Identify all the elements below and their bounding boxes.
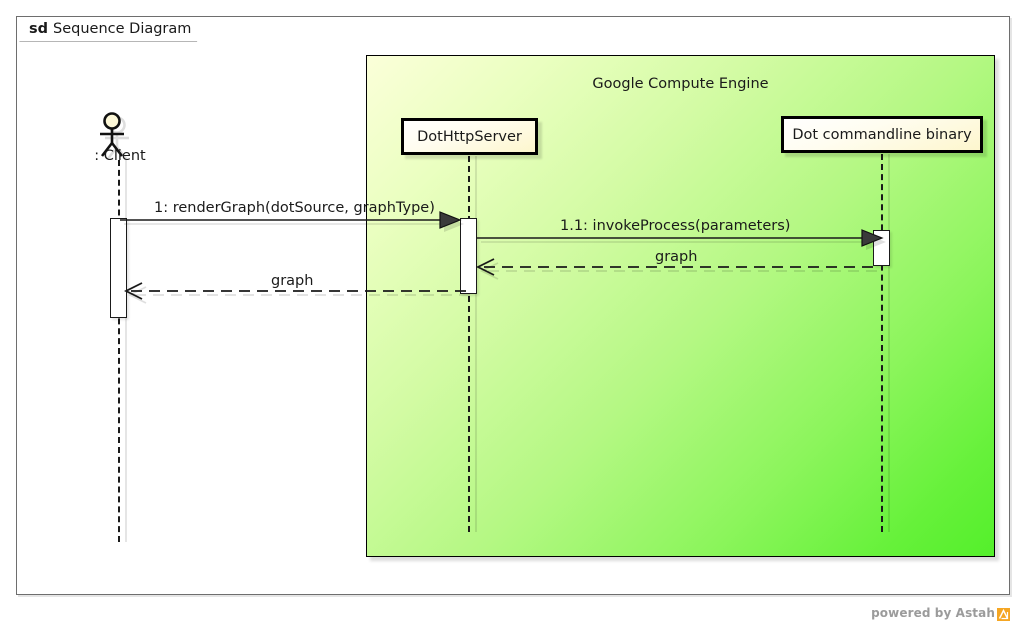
frame-title: Sequence Diagram — [53, 21, 192, 37]
message-label-m1: 1: renderGraph(dotSource, graphType) — [154, 200, 435, 216]
lifeline-shadow-client — [125, 160, 127, 542]
activation-bar-dothttpserver — [460, 218, 477, 294]
lifeline-label-dotbinary: Dot commandline binary — [792, 126, 972, 143]
lifeline-dotbinary — [881, 154, 883, 532]
frame-keyword: sd — [29, 21, 49, 37]
lifeline-label-dothttpserver: DotHttpServer — [417, 128, 522, 145]
message-label-m4: graph — [271, 273, 314, 289]
frame-tab-label: sd Sequence Diagram — [17, 17, 218, 41]
astah-logo-icon — [997, 607, 1010, 621]
watermark: powered by Astah — [871, 606, 1010, 621]
lifeline-shadow-dothttpserver — [475, 156, 477, 532]
activation-bar-client — [110, 218, 127, 318]
message-label-m3: graph — [655, 249, 698, 265]
region-title: Google Compute Engine — [592, 76, 769, 92]
lifeline-box-dothttpserver[interactable]: DotHttpServer — [401, 118, 538, 155]
watermark-text: powered by Astah — [871, 606, 995, 620]
actor-stick-figure-icon — [100, 112, 129, 158]
activation-bar-dotbinary — [873, 230, 890, 266]
lifeline-dothttpserver — [468, 156, 470, 532]
lifeline-box-dotbinary[interactable]: Dot commandline binary — [781, 116, 983, 153]
lifeline-shadow-dotbinary — [888, 154, 890, 532]
lifeline-client — [118, 160, 120, 542]
message-label-m2: 1.1: invokeProcess(parameters) — [560, 218, 791, 234]
lifeline-label-client: : Client — [94, 148, 146, 164]
